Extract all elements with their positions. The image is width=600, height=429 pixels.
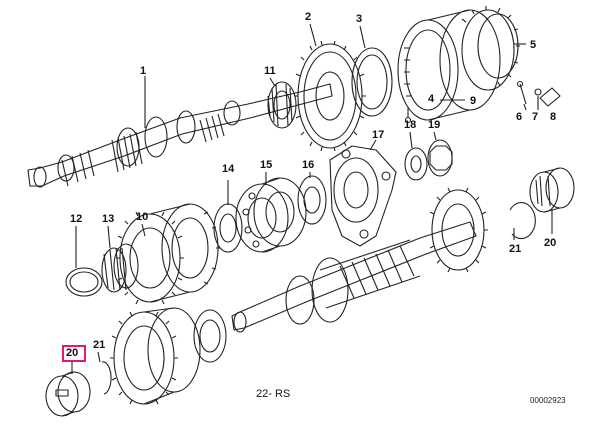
nut-18 bbox=[404, 131, 428, 181]
gear-hub-5 bbox=[461, 6, 526, 91]
counter-gear-bottom bbox=[110, 307, 201, 405]
bearing-15 bbox=[235, 172, 307, 253]
gear-2 bbox=[294, 23, 366, 152]
label-18: 18 bbox=[404, 119, 417, 131]
circlip-21-bottom bbox=[97, 351, 112, 395]
label-3: 3 bbox=[356, 13, 363, 25]
cap-20-bottom bbox=[45, 360, 91, 417]
label-5: 5 bbox=[530, 39, 537, 51]
label-10: 10 bbox=[136, 211, 149, 223]
snap-ring-12 bbox=[65, 226, 103, 297]
label-11: 11 bbox=[264, 65, 276, 77]
label-20-highlighted: 20 bbox=[66, 347, 79, 359]
bearing-20-right bbox=[529, 167, 575, 234]
counter-shaft bbox=[193, 187, 488, 363]
label-15: 15 bbox=[260, 159, 273, 171]
cap-19 bbox=[427, 131, 453, 177]
label-1: 1 bbox=[140, 65, 147, 77]
diagram-code: 00002923 bbox=[530, 396, 566, 405]
circlip-21-right bbox=[509, 202, 536, 240]
label-7: 7 bbox=[532, 111, 539, 123]
main-shaft-top bbox=[27, 76, 333, 188]
diagram-title: 22- RS bbox=[256, 388, 291, 400]
label-9: 9 bbox=[470, 95, 477, 107]
ring-3 bbox=[351, 25, 393, 117]
needle-bearing-13 bbox=[101, 225, 139, 293]
label-14: 14 bbox=[222, 163, 235, 175]
label-21-right: 21 bbox=[509, 243, 522, 255]
sleeve-9 bbox=[397, 9, 501, 124]
label-12: 12 bbox=[70, 213, 83, 225]
label-4: 4 bbox=[428, 93, 435, 105]
label-19: 19 bbox=[428, 119, 441, 131]
label-13: 13 bbox=[102, 213, 115, 225]
small-parts-6-7-8 bbox=[516, 80, 561, 111]
label-6: 6 bbox=[516, 111, 523, 123]
washer-16 bbox=[297, 172, 327, 225]
label-8: 8 bbox=[550, 111, 557, 123]
highlight-box bbox=[62, 345, 86, 362]
label-2: 2 bbox=[305, 11, 312, 23]
label-21-bottom: 21 bbox=[93, 339, 106, 351]
flange-17 bbox=[329, 139, 397, 247]
gear-10 bbox=[116, 203, 220, 305]
needle-bearing-11 bbox=[267, 77, 297, 129]
label-20-right: 20 bbox=[544, 237, 557, 249]
label-17: 17 bbox=[372, 129, 385, 141]
label-16: 16 bbox=[302, 159, 315, 171]
